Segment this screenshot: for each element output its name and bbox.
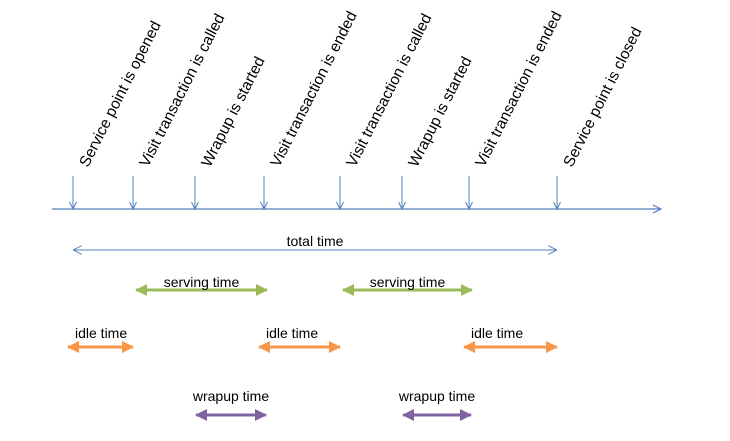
event-tick-arrowhead	[191, 201, 199, 211]
event-tick-arrowhead	[129, 201, 137, 211]
serving-time-label: serving time	[370, 274, 446, 290]
total-time-label: total time	[287, 233, 344, 249]
event-label: Wrapup is started	[405, 54, 475, 170]
event-tick-arrowhead	[553, 201, 561, 211]
event-label: Visit transaction is ended	[472, 9, 565, 170]
idle-time-label: idle time	[471, 325, 523, 341]
idle-time-label: idle time	[266, 325, 318, 341]
duration-spans: total time serving time serving time idle t…	[67, 233, 558, 421]
event-tick-arrowhead	[398, 201, 406, 211]
event-label: Wrapup is started	[198, 54, 268, 170]
event-tick-arrowhead	[336, 201, 344, 211]
event-label: Visit transaction is ended	[267, 9, 360, 170]
wrapup-time-label: wrapup time	[398, 388, 475, 404]
event-tick-arrowhead	[260, 201, 268, 211]
event-tick-arrowhead	[69, 201, 77, 211]
event-tick-arrowhead	[465, 201, 473, 211]
wrapup-time-label: wrapup time	[192, 388, 269, 404]
serving-time-label: serving time	[164, 274, 240, 290]
idle-time-label: idle time	[75, 325, 127, 341]
event-label: Service point is closed	[560, 25, 645, 170]
